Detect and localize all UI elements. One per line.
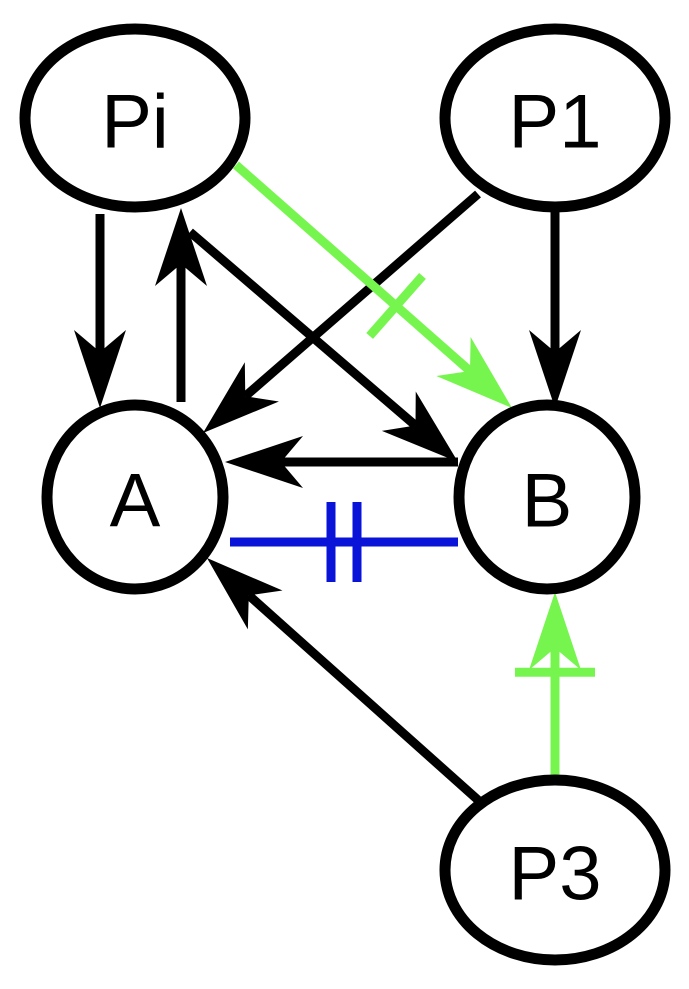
arrowhead-icon <box>436 336 512 408</box>
node-pi: Pi <box>19 23 251 213</box>
arrowhead-icon <box>74 330 126 408</box>
arrowhead-icon <box>529 592 581 670</box>
node-label: B <box>522 459 573 544</box>
arrowhead-icon <box>155 208 207 286</box>
arrowhead-icon <box>207 558 283 630</box>
edge-pi-to-b <box>187 228 458 462</box>
nodes-layer: Pi P1A B P3 <box>19 23 671 966</box>
edge-line <box>245 591 481 804</box>
node-ellipse <box>453 399 641 595</box>
node-ellipse <box>439 774 671 966</box>
edge-p1-to-a <box>203 190 481 433</box>
edge-p3-to-b-green <box>515 592 595 783</box>
node-label: Pi <box>101 80 169 165</box>
node-b: B <box>453 399 641 595</box>
edge-a-b-blue <box>230 502 458 582</box>
edge-pi-to-b-green <box>233 161 512 408</box>
node-ellipse <box>19 23 251 213</box>
arrowhead-icon <box>225 436 303 488</box>
edge-b-to-a <box>225 436 458 488</box>
edge-line <box>242 190 481 400</box>
node-a: A <box>41 399 229 595</box>
node-label: P1 <box>509 80 602 165</box>
edge-line <box>233 161 473 375</box>
node-ellipse <box>439 23 671 213</box>
edges-layer <box>74 161 595 804</box>
arrowhead-icon <box>381 391 458 462</box>
node-p1: P1 <box>439 23 671 213</box>
edge-p3-to-a <box>207 558 481 804</box>
node-p3: P3 <box>439 774 671 966</box>
edge-a-to-pi <box>155 208 207 402</box>
arrowhead-icon <box>529 330 581 408</box>
edge-line <box>187 228 419 429</box>
node-label: A <box>110 459 161 544</box>
edge-p1-to-b <box>529 212 581 408</box>
arrowhead-icon <box>203 362 279 433</box>
node-ellipse <box>41 399 229 595</box>
edge-bar-mark <box>366 272 426 339</box>
edge-pi-to-a <box>74 214 126 408</box>
node-label: P3 <box>509 832 602 917</box>
